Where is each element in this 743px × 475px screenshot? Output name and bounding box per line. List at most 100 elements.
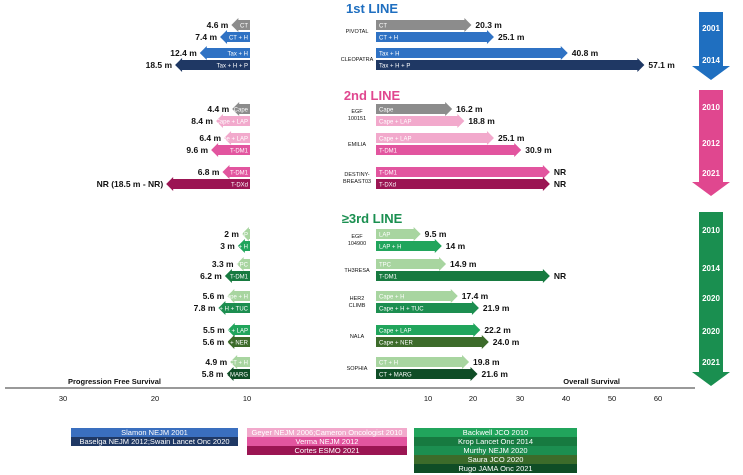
trial-label: SOPHIA (347, 366, 368, 372)
pfs-bar (226, 367, 250, 381)
pfs-value-label: 2 m (224, 229, 239, 239)
pfs-value-label: 5.5 m (203, 325, 225, 335)
pfs-bar (224, 131, 250, 145)
os-arm-label: Tax + H (379, 51, 400, 57)
pfs-value-label: 6.2 m (200, 271, 222, 281)
pfs-value-label: 6.8 m (198, 167, 220, 177)
pfs-bar (241, 227, 250, 241)
os-value-label: 9.5 m (425, 229, 447, 239)
pfs-arm-label: Cape + H (222, 294, 248, 300)
os-tick-label: 50 (608, 394, 616, 403)
trial-label: NALA (350, 334, 365, 340)
pfs-bar (232, 102, 250, 116)
section-title: 2nd LINE (344, 88, 401, 103)
trial-label: TH3RESA (344, 268, 370, 274)
os-value-label: NR (554, 271, 566, 281)
os-arm-label: CT + MARG (379, 372, 412, 378)
os-value-label: 18.8 m (468, 116, 495, 126)
pfs-bar (227, 335, 250, 349)
pfs-arm-label: LAP + H (226, 244, 248, 250)
reference-box: Backwell JCO 2010 (414, 428, 577, 437)
os-arm-label: T-DM1 (379, 274, 398, 280)
os-value-label: 16.2 m (456, 104, 483, 114)
os-bar (376, 335, 489, 349)
trial-label: PIVOTAL (346, 29, 369, 35)
pfs-arm-label: T-DM1 (230, 170, 249, 176)
reference-box: Murthy NEJM 2020 (414, 446, 577, 455)
pfs-bar (236, 257, 250, 271)
os-value-label: 24.0 m (493, 337, 520, 347)
os-bar (376, 30, 494, 44)
timeline-year: 2020 (702, 294, 720, 303)
pfs-tick-label: 30 (59, 394, 67, 403)
os-bar (376, 177, 550, 191)
os-bar (376, 289, 458, 303)
pfs-bar (215, 114, 250, 128)
pfs-bar (227, 323, 250, 337)
os-value-label: NR (554, 179, 566, 189)
os-bar (376, 102, 453, 116)
os-bar (376, 114, 465, 128)
os-tick-label: 20 (469, 394, 477, 403)
os-arm-label: Cape (379, 107, 394, 113)
os-value-label: 14.9 m (450, 259, 477, 269)
pfs-bar (220, 30, 250, 44)
os-bar (376, 165, 550, 179)
os-tick-label: 30 (516, 394, 524, 403)
reference-box: Geyer NEJM 2006;Cameron Oncologist 2010 (247, 428, 407, 437)
trial-label: DESTINY-BREAST03 (343, 172, 371, 185)
pfs-bar (224, 269, 250, 283)
os-value-label: 14 m (446, 241, 466, 251)
pfs-arm-label: Tax + H (227, 51, 248, 57)
reference-box: Verma NEJM 2012 (247, 437, 407, 446)
reference-box: Baselga NEJM 2012;Swain Lancet Onc 2020 (71, 437, 238, 446)
os-arm-label: CT + H (379, 35, 398, 41)
os-arm-label: T-DM1 (379, 170, 398, 176)
os-arm-label: TPC (379, 262, 392, 268)
pfs-tick-label: 10 (243, 394, 251, 403)
os-bar (376, 46, 568, 60)
pfs-bar (199, 46, 250, 60)
timeline-year: 2010 (702, 103, 720, 112)
pfs-arm-label: Cape + LAP (215, 328, 248, 334)
pfs-value-label: 4.9 m (205, 357, 227, 367)
pfs-arm-label: LAP (237, 232, 248, 238)
trial-label: EMILIA (348, 142, 366, 148)
os-value-label: 25.1 m (498, 133, 525, 143)
pfs-value-label: 9.6 m (186, 145, 208, 155)
trial-label: CLEOPATRA (341, 57, 374, 63)
pfs-value-label: 5.8 m (202, 369, 224, 379)
os-bar (376, 227, 421, 241)
reference-box: Cortes ESMO 2021 (247, 446, 407, 455)
os-bar (376, 58, 645, 72)
pfs-value-label: 7.4 m (195, 32, 217, 42)
section-title: ≥3rd LINE (342, 211, 403, 226)
os-value-label: 30.9 m (525, 145, 552, 155)
os-axis-label: Overall Survival (563, 377, 620, 386)
timeline-arrow (692, 12, 730, 80)
os-value-label: 21.9 m (483, 303, 510, 313)
os-bar (376, 257, 447, 271)
os-value-label: 25.1 m (498, 32, 525, 42)
os-arm-label: Cape + H (379, 294, 405, 300)
pfs-arm-label: TPC (236, 262, 249, 268)
pfs-axis-label: Progression Free Survival (68, 377, 161, 386)
pfs-arm-label: T-DXd (231, 182, 248, 188)
pfs-value-label: 18.5 m (146, 60, 173, 70)
pfs-bar (222, 165, 250, 179)
os-value-label: 22.2 m (484, 325, 511, 335)
os-bar (376, 131, 494, 145)
pfs-bar (237, 239, 250, 253)
pfs-value-label: 4.4 m (207, 104, 229, 114)
pfs-bar (230, 355, 250, 369)
os-bar (376, 143, 522, 157)
reference-box: Slamon NEJM 2001 (71, 428, 238, 437)
pfs-arm-label: Cape + LAP (215, 136, 248, 142)
pfs-arm-label: Cape + LAP (215, 119, 248, 125)
pfs-arm-label: CT (240, 23, 248, 29)
os-arm-label: Tax + H + P (379, 63, 410, 69)
